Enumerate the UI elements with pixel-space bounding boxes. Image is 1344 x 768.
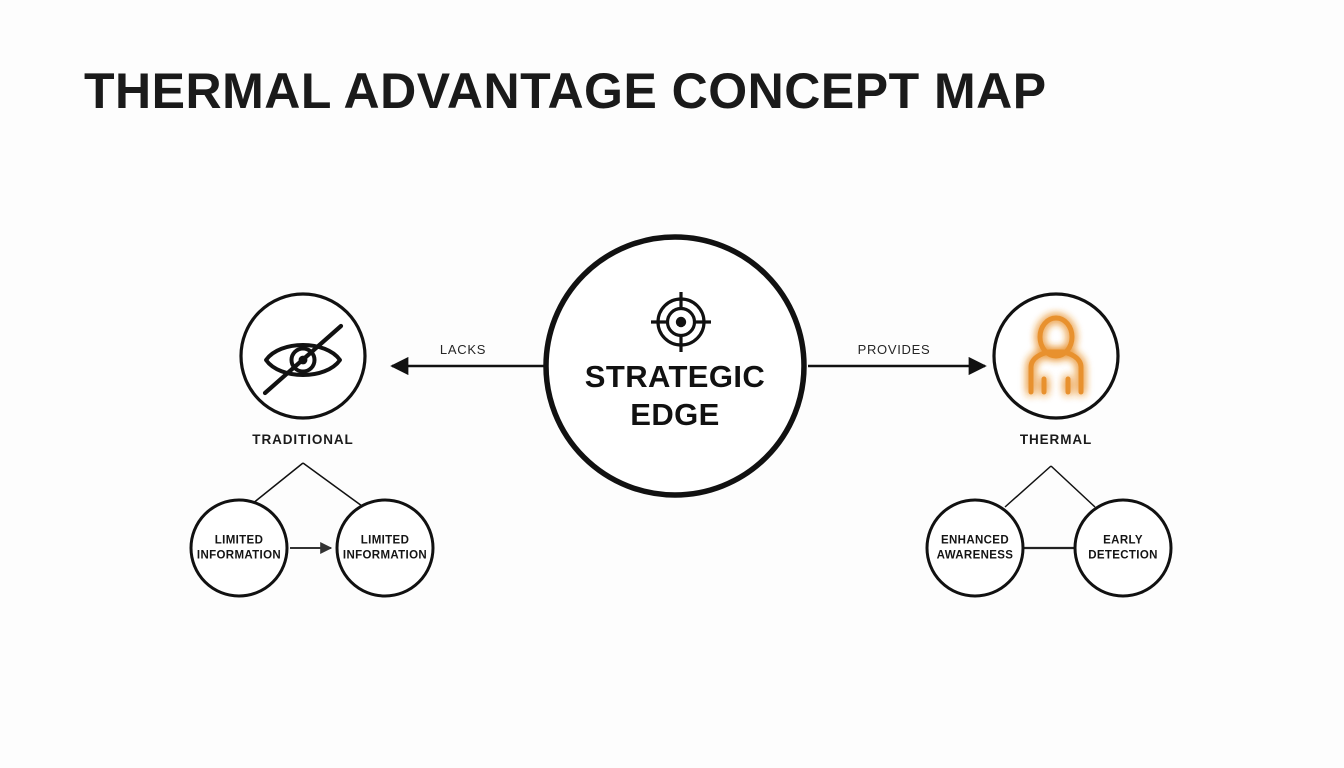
early-detection-line-2: DETECTION (1088, 549, 1158, 561)
strategic-edge-line-2: EDGE (630, 397, 720, 433)
limited-information-1-line-2: INFORMATION (196, 549, 282, 561)
node-strategic-edge-circle[interactable] (543, 234, 807, 498)
link-traditional-to-limited-2 (302, 462, 363, 507)
node-limited-information-2-label: LIMITED INFORMATION (343, 533, 427, 562)
limited-information-2-line-2: INFORMATION (342, 549, 428, 561)
node-traditional-label: TRADITIONAL (252, 432, 354, 447)
limited-information-2-line-1: LIMITED (360, 534, 410, 547)
edge-label-lacks: LACKS (439, 342, 487, 357)
node-thermal-label: THERMAL (1019, 432, 1093, 447)
crosshair-target-icon (651, 292, 711, 352)
node-limited-information-2-circle[interactable] (335, 498, 435, 598)
link-traditional-to-limited-1 (251, 462, 304, 505)
enhanced-awareness-line-1: ENHANCED (941, 534, 1009, 547)
node-early-detection-label: EARLY DETECTION (1088, 533, 1158, 562)
node-limited-information-1-circle[interactable] (189, 498, 289, 598)
early-detection-line-1: EARLY (1103, 534, 1143, 547)
node-enhanced-awareness-circle[interactable] (925, 498, 1025, 598)
link-thermal-to-early-detection (1050, 465, 1096, 508)
node-strategic-edge-label: STRATEGIC EDGE (585, 358, 765, 435)
node-enhanced-awareness-label: ENHANCED AWARENESS (937, 533, 1014, 562)
person-thermal-icon (1028, 315, 1084, 395)
eye-slash-icon (262, 323, 344, 396)
edge-label-provides: PROVIDES (857, 342, 931, 357)
node-early-detection-circle[interactable] (1073, 498, 1173, 598)
enhanced-awareness-line-2: AWARENESS (936, 549, 1014, 561)
strategic-edge-line-1: STRATEGIC (584, 359, 766, 394)
link-thermal-to-enhanced-awareness (1004, 465, 1052, 508)
page-title: THERMAL ADVANTAGE CONCEPT MAP (84, 63, 1047, 119)
node-limited-information-1-label: LIMITED INFORMATION (197, 533, 281, 562)
limited-information-1-line-1: LIMITED (214, 534, 264, 547)
